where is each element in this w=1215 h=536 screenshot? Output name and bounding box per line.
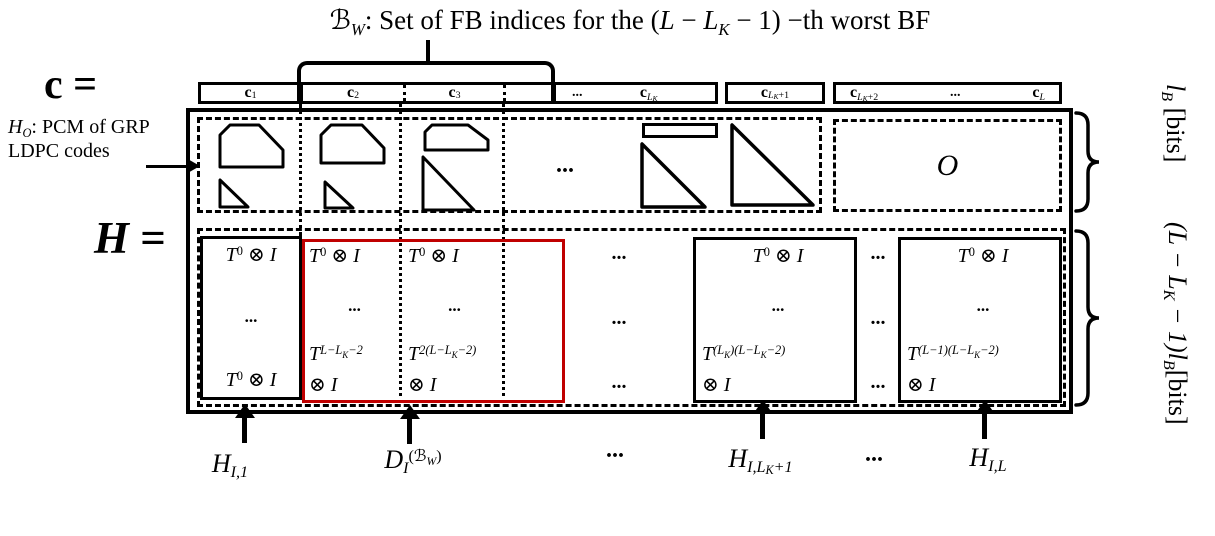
brace-bottom	[1074, 229, 1100, 407]
block-dots-column-1: .........	[611, 242, 627, 393]
h-outer-box	[186, 108, 1073, 414]
up-arrow-3-head	[753, 400, 773, 414]
pcm-top-dots: ...	[556, 152, 574, 178]
bw-bracket	[297, 61, 555, 102]
h-block-col3: T0 ⊗ I ... T2(L−LK−2) ⊗ I	[404, 241, 501, 399]
h-block-col5: T0 ⊗ I ... T(L−1)(L−LK−2) ⊗ I	[898, 237, 1062, 403]
block-dots: ...	[348, 295, 361, 315]
dotted-divider-3	[502, 104, 505, 403]
identity-blocks-dashed-box	[197, 228, 1066, 407]
figure-title: ℬW: Set of FB indices for the (L − LK − …	[329, 5, 931, 39]
pcm-shape-triangle-4	[640, 142, 707, 209]
cell-clk: ... cLK	[553, 84, 715, 104]
dotted-divider-2	[399, 104, 402, 403]
row-dots-2: ...	[950, 85, 961, 100]
pcm-shape-triangle-3	[421, 155, 476, 212]
up-arrow-2-stem	[407, 418, 412, 444]
up-arrow-4-head	[975, 400, 995, 414]
pcm-shape-pentagon-2	[319, 123, 386, 165]
grp-pcm-dashed-box	[197, 117, 822, 213]
pcm-shape-pentagon-3	[423, 123, 490, 152]
side-label-l-lk-1-lb-bits: (L − LK − 1)lB[bits]	[1159, 222, 1192, 425]
cl-label: cL	[1032, 84, 1045, 104]
t-exp-block: T2(L−LK−2) ⊗ I	[408, 343, 477, 396]
up-arrow-1-head	[235, 404, 255, 418]
t0-block: T0 ⊗ I	[752, 245, 804, 267]
ho-arrow-line	[146, 165, 188, 168]
up-arrow-4-stem	[982, 413, 987, 439]
label-dots-1: ...	[606, 437, 624, 463]
row-dots: ...	[572, 85, 583, 100]
block-dots: ...	[771, 295, 785, 315]
t0-block: T0 ⊗ I	[225, 244, 277, 266]
block-dots-column-2: .........	[870, 242, 886, 393]
brace-top	[1074, 111, 1100, 213]
bw-submatrix-highlight	[302, 239, 565, 403]
t-exp-block: T(L−1)(L−LK−2) ⊗ I	[907, 343, 999, 396]
up-arrow-2-head	[400, 405, 420, 419]
h-equation: H =	[94, 213, 166, 263]
t0-block: T0 ⊗ I	[309, 245, 360, 267]
label-dots-2: ...	[865, 441, 883, 467]
up-arrow-1-stem	[242, 417, 247, 443]
t0-block: T0 ⊗ I	[408, 245, 459, 267]
side-label-lb-bits: lB [bits]	[1157, 84, 1190, 163]
h-block-col2: T0 ⊗ I ... TL−LK−2 ⊗ I	[306, 241, 400, 399]
block-dots: ...	[244, 307, 258, 326]
block-dots: ...	[976, 295, 990, 315]
t-exp-block: TL−LK−2 ⊗ I	[309, 343, 363, 396]
cell-clk-plus2-to-cl: cLK+2 ... cL	[833, 82, 1062, 104]
t0-block: T0 ⊗ I	[957, 245, 1009, 267]
label-h-i1: HI,1	[211, 449, 249, 482]
up-arrow-3-stem	[760, 413, 765, 439]
title-connector-tick	[426, 40, 430, 62]
label-h-ilk1: HI,LK+1	[728, 444, 793, 478]
ho-pcm-label: HO: PCM of GRP LDPC codes	[8, 116, 150, 163]
pcm-shape-thin-rect	[642, 123, 718, 138]
clk2-label: cLK+2	[850, 84, 879, 104]
h-block-col1: T0 ⊗ I ... T0 ⊗ I	[200, 236, 302, 400]
clk-label: cLK	[639, 84, 658, 104]
label-d-i-bw: DI(ℬW)	[384, 445, 442, 478]
pcm-shape-triangle-1	[218, 178, 250, 209]
zero-matrix-box: O	[833, 119, 1062, 212]
dotted-divider-1	[299, 104, 302, 236]
pcm-shape-triangle-5	[730, 123, 815, 207]
pcm-shape-triangle-2	[323, 180, 355, 210]
pcm-shape-pentagon-1	[218, 123, 285, 169]
block-dots: ...	[448, 295, 461, 315]
h-block-col4: T0 ⊗ I ... T(LK)(L−LK−2) ⊗ I	[693, 237, 857, 403]
label-h-il: HI,L	[969, 443, 1007, 476]
codeword-equation: c =	[44, 62, 98, 108]
cell-empty	[503, 85, 553, 101]
t0-block: T0 ⊗ I	[225, 369, 277, 391]
t-exp-block: T(LK)(L−LK−2) ⊗ I	[702, 343, 786, 396]
